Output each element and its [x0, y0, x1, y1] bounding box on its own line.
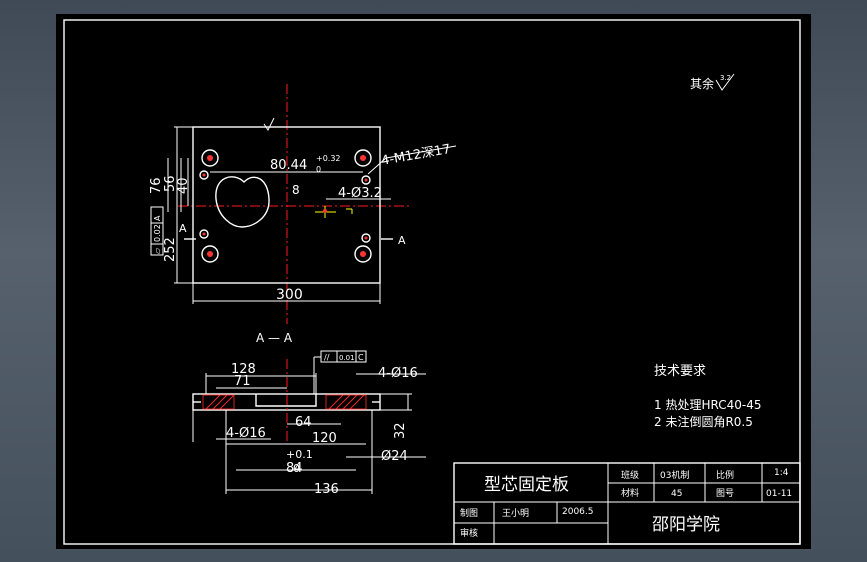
parallelism-tolerance-frame: // 0.01 C [313, 350, 367, 394]
dim-80-44-tol-lower: 0 [316, 165, 321, 174]
section-marker-left: A [179, 222, 187, 235]
drawn-label: 制图 [460, 507, 478, 519]
tech-req-item-1: 1 热处理HRC40-45 [654, 398, 761, 412]
dim-136: 136 [314, 482, 339, 497]
plan-view: 300 80.44 +0.32 0 4-M12深17 4-Ø3.2 8 [149, 84, 457, 324]
scale-value: 1:4 [774, 468, 789, 478]
dim-56: 56 [163, 175, 178, 192]
corner-threaded-holes [201, 149, 372, 263]
class-label: 班级 [621, 469, 639, 481]
drawing-no-label: 图号 [716, 488, 734, 499]
dim-width-300: 300 [276, 287, 303, 303]
flatness-tolerance-frame: A 0.02 ⏥ [150, 206, 164, 256]
tech-req-heading: 技术要求 [654, 364, 706, 379]
dim-84-tol-upper: +0.1 [286, 448, 313, 461]
class-value: 03机制 [660, 469, 689, 481]
title-block: 型芯固定板 班级 03机制 比例 1:4 材料 45 图号 01-11 制图 王… [453, 462, 801, 545]
svg-text://: // [324, 353, 330, 362]
material-label: 材料 [621, 487, 639, 499]
note-threaded-holes: 4-M12深17 [380, 142, 452, 169]
dim-32: 32 [393, 422, 408, 439]
scale-label: 比例 [716, 469, 734, 481]
section-hatching [202, 394, 367, 410]
tech-req-item-2: 2 未注倒圆角R0.5 [654, 414, 753, 429]
dim-40: 40 [176, 177, 191, 194]
note-bore-top: 4-Ø16 [378, 366, 418, 381]
svg-text:0.01: 0.01 [339, 354, 355, 362]
dim-64: 64 [295, 415, 312, 430]
dim-84: 84 [286, 461, 303, 476]
drawing-no-value: 01-11 [766, 489, 792, 499]
svg-text:A: A [153, 215, 162, 221]
heart-cavity [215, 176, 270, 228]
drawing-frame [63, 19, 801, 545]
drawn-name: 王小明 [502, 508, 529, 519]
dim-128: 128 [231, 362, 256, 377]
drawing-sheet: 其余 3.2 [56, 14, 811, 549]
section-view: A — A [192, 331, 426, 497]
technical-requirements: 技术要求 1 热处理HRC40-45 2 未注倒圆角R0.5 [654, 364, 761, 429]
part-name: 型芯固定板 [484, 475, 569, 495]
roughness-symbol [715, 73, 735, 91]
dim-252: 252 [163, 237, 178, 262]
dim-76: 76 [149, 177, 164, 194]
note-pin-holes: 4-Ø3.2 [338, 186, 382, 201]
svg-text:⏥: ⏥ [153, 247, 162, 254]
check-label: 审核 [460, 527, 478, 539]
dim-80-44: 80.44 [270, 158, 307, 173]
drawn-date: 2006.5 [562, 507, 594, 517]
section-title: A — A [256, 331, 293, 345]
surface-finish-note: 其余 [690, 76, 714, 91]
pin-holes [199, 170, 371, 243]
material-value: 45 [671, 489, 682, 499]
note-bore-bottom: 4-Ø16 [226, 426, 266, 441]
mold-plate-drawing: 其余 3.2 [63, 19, 801, 545]
dim-dia-24: Ø24 [381, 449, 408, 464]
dim-8: 8 [292, 183, 300, 197]
dim-84-tol-lower: 0 [293, 462, 300, 475]
plate-outline [192, 126, 381, 284]
svg-text:0.02: 0.02 [153, 224, 162, 242]
dim-120: 120 [312, 431, 337, 446]
school-name: 邵阳学院 [652, 515, 720, 535]
section-marker-right: A [398, 234, 406, 247]
svg-text:C: C [358, 353, 364, 362]
dim-71: 71 [234, 374, 251, 389]
dim-80-44-tol-upper: +0.32 [316, 154, 341, 163]
surface-finish-value: 3.2 [720, 74, 731, 82]
